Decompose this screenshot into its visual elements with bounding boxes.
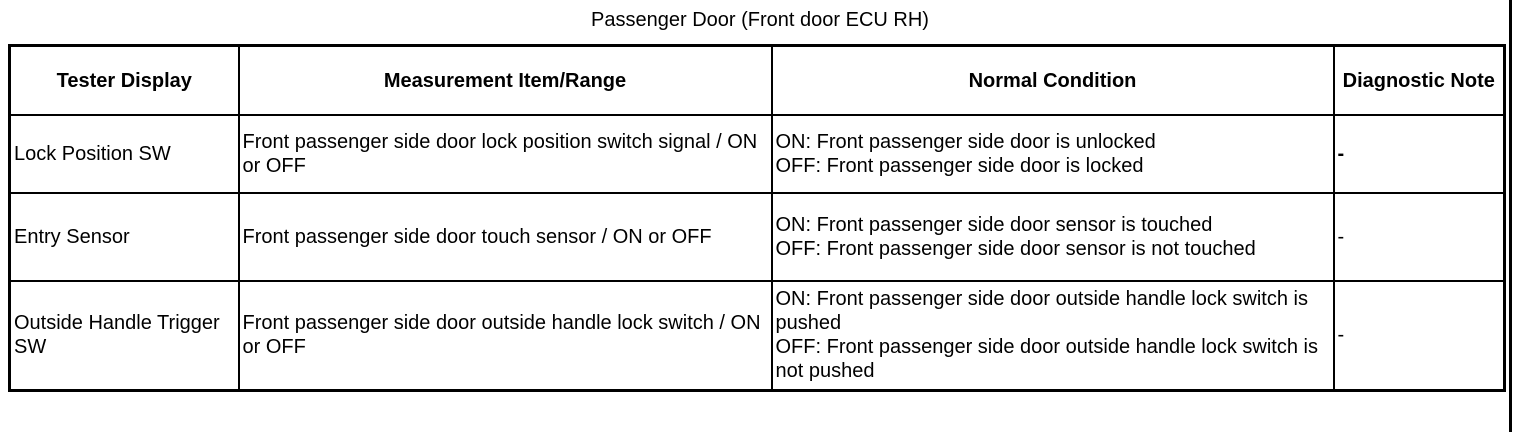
normal-off-text: OFF: Front passenger side door sensor is… (775, 237, 1256, 260)
header-tester-display: Tester Display (8, 44, 240, 116)
table-row: Entry Sensor Front passenger side door t… (8, 192, 1506, 282)
normal-off-text: OFF: Front passenger side door is locked (775, 154, 1144, 177)
header-normal-condition: Normal Condition (770, 44, 1335, 116)
normal-on-text: ON: Front passenger side door outside ha… (775, 288, 1309, 334)
cell-tester-display: Lock Position SW (8, 114, 240, 194)
cell-tester-display: Entry Sensor (8, 192, 240, 282)
table-caption: Passenger Door (Front door ECU RH) (591, 9, 929, 31)
header-row: Tester Display Measurement Item/Range No… (8, 44, 1506, 116)
cell-normal-condition: ON: Front passenger side door outside ha… (770, 280, 1335, 392)
normal-off-text: OFF: Front passenger side door outside h… (775, 336, 1318, 382)
cell-diagnostic-note: - (1332, 114, 1506, 194)
cell-measurement: Front passenger side door touch sensor /… (237, 192, 773, 282)
table-row: Outside Handle Trigger SW Front passenge… (8, 280, 1506, 392)
normal-on-text: ON: Front passenger side door sensor is … (775, 213, 1213, 236)
cell-diagnostic-note: - (1332, 280, 1506, 392)
normal-on-text: ON: Front passenger side door is unlocke… (775, 130, 1156, 153)
data-list-table: Tester Display Measurement Item/Range No… (8, 44, 1506, 392)
header-diagnostic-note: Diagnostic Note (1332, 44, 1506, 116)
cell-diagnostic-note: - (1332, 192, 1506, 282)
right-border-rule (1509, 0, 1512, 432)
cell-normal-condition: ON: Front passenger side door sensor is … (770, 192, 1335, 282)
table-row: Lock Position SW Front passenger side do… (8, 114, 1506, 194)
cell-measurement: Front passenger side door outside handle… (237, 280, 773, 392)
cell-tester-display: Outside Handle Trigger SW (8, 280, 240, 392)
header-measurement-item: Measurement Item/Range (237, 44, 773, 116)
cell-normal-condition: ON: Front passenger side door is unlocke… (770, 114, 1335, 194)
cell-measurement: Front passenger side door lock position … (237, 114, 773, 194)
